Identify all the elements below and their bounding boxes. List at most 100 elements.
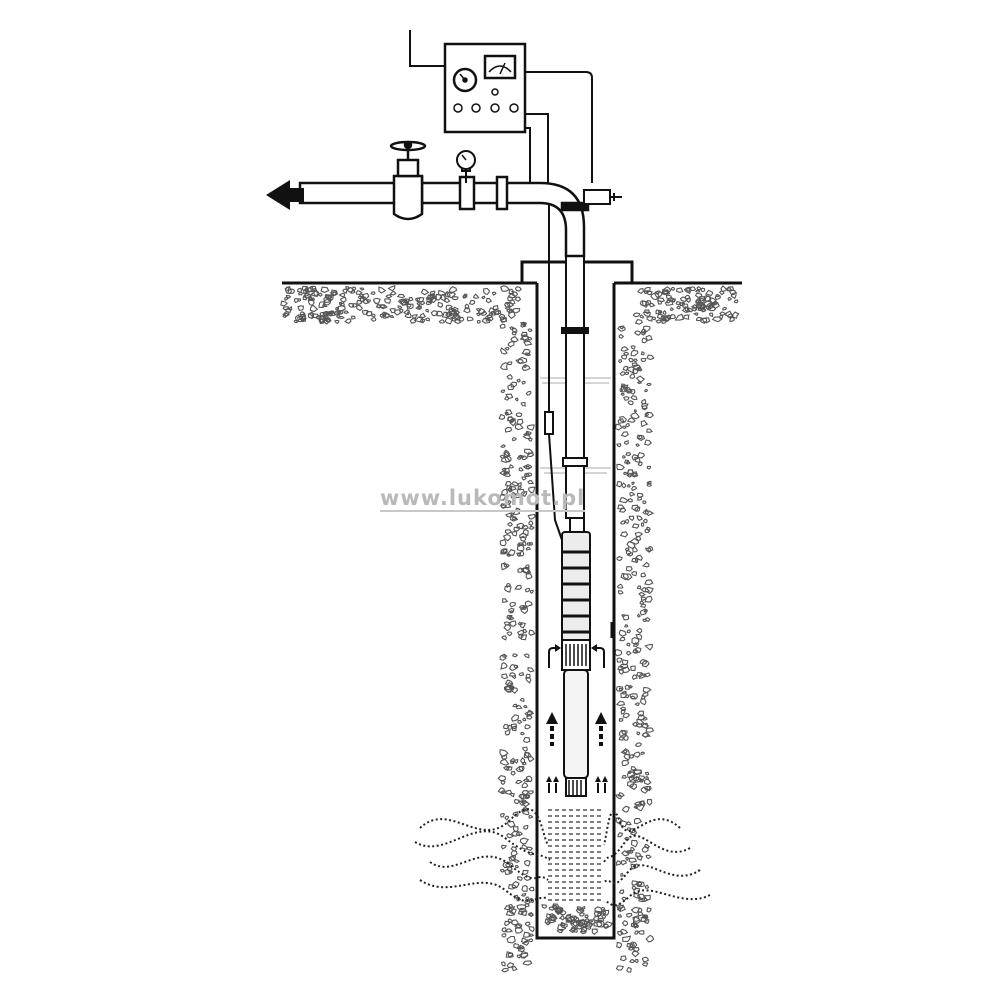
soil-stone bbox=[359, 287, 365, 291]
soil-stone bbox=[519, 532, 528, 539]
soil-stone bbox=[499, 494, 506, 501]
soil-stone bbox=[704, 289, 714, 297]
soil-stone bbox=[522, 463, 533, 470]
soil-stone bbox=[631, 523, 640, 529]
soil-stone bbox=[507, 499, 512, 505]
soil-stone bbox=[631, 481, 635, 486]
soil-stone bbox=[526, 542, 531, 547]
soil-stone bbox=[387, 285, 396, 292]
soil-stone bbox=[501, 967, 509, 973]
soil-stone bbox=[628, 857, 638, 863]
soil-stone bbox=[521, 800, 531, 808]
soil-stone bbox=[559, 908, 564, 913]
soil-stone bbox=[503, 621, 510, 626]
soil-stone bbox=[504, 789, 513, 796]
soil-stone bbox=[646, 482, 652, 487]
soil-stone bbox=[622, 712, 631, 719]
soil-stone bbox=[632, 769, 643, 776]
soil-stone bbox=[500, 456, 511, 463]
soil-stone bbox=[512, 826, 519, 833]
soil-stone bbox=[721, 306, 728, 311]
soil-stone bbox=[324, 294, 333, 299]
soil-stone bbox=[628, 515, 635, 522]
soil-stone bbox=[521, 380, 526, 385]
soil-stone bbox=[634, 742, 642, 747]
soil-stone bbox=[564, 913, 572, 919]
soil-stone bbox=[623, 836, 630, 842]
soil-stone bbox=[521, 781, 529, 789]
soil-stone bbox=[525, 677, 532, 684]
soil-stone bbox=[626, 966, 632, 973]
soil-stone bbox=[623, 471, 627, 476]
arrowhead-icon bbox=[591, 644, 597, 652]
soil-stone bbox=[505, 861, 515, 868]
soil-stone bbox=[396, 293, 406, 299]
soil-stone bbox=[529, 589, 534, 594]
soil-stone bbox=[646, 354, 655, 361]
soil-stone bbox=[464, 303, 470, 309]
soil-stone bbox=[620, 386, 629, 393]
soil-stone bbox=[365, 310, 373, 317]
soil-stone bbox=[634, 330, 642, 336]
soil-stone bbox=[637, 714, 646, 721]
soil-stone bbox=[619, 531, 629, 538]
soil-stone bbox=[504, 868, 512, 875]
soil-surface-layer bbox=[280, 285, 740, 325]
soil-stone bbox=[437, 301, 444, 308]
soil-stone bbox=[504, 346, 510, 351]
soil-stone bbox=[546, 917, 557, 924]
soil-stone bbox=[420, 318, 426, 324]
soil-stone bbox=[635, 723, 644, 728]
soil-stone bbox=[338, 315, 345, 320]
soil-stone bbox=[382, 312, 390, 318]
soil-stone bbox=[525, 896, 530, 901]
soil-stone bbox=[644, 579, 654, 586]
soil-stone bbox=[500, 285, 511, 292]
soil-stone bbox=[503, 920, 511, 927]
soil-stone bbox=[674, 313, 685, 321]
soil-stone bbox=[643, 894, 651, 901]
soil-stone bbox=[621, 896, 627, 902]
arrowhead-icon bbox=[555, 644, 561, 652]
soil-stone bbox=[342, 288, 349, 294]
soil-stone bbox=[626, 366, 636, 374]
soil-stone bbox=[499, 749, 509, 757]
soil-stone bbox=[635, 852, 642, 857]
soil-stone bbox=[425, 300, 433, 306]
soil-stone bbox=[357, 295, 363, 300]
soil-stone bbox=[511, 290, 519, 297]
soil-stone bbox=[308, 311, 315, 317]
soil-stone bbox=[520, 331, 528, 338]
soil-stone bbox=[628, 538, 640, 545]
soil-stone bbox=[510, 481, 520, 487]
soil-stone bbox=[615, 685, 624, 692]
soil-stone bbox=[621, 850, 629, 857]
soil-stone bbox=[408, 297, 414, 302]
pump-motor-fins bbox=[568, 780, 582, 796]
soil-stone bbox=[526, 715, 533, 720]
soil-stone bbox=[634, 776, 643, 784]
soil-stone bbox=[644, 617, 651, 623]
soil-stone bbox=[500, 662, 508, 670]
soil-stone bbox=[506, 631, 513, 637]
soil-stone bbox=[511, 965, 518, 972]
soil-stone bbox=[629, 782, 638, 791]
soil-stone bbox=[441, 311, 451, 318]
soil-stone bbox=[646, 798, 653, 806]
soil-stone bbox=[511, 437, 517, 442]
soil-stone bbox=[708, 302, 714, 307]
soil-stone bbox=[504, 302, 511, 309]
soil-stone bbox=[632, 751, 641, 758]
soil-stone bbox=[621, 730, 628, 735]
soil-stone bbox=[644, 510, 655, 517]
soil-stone bbox=[499, 323, 506, 329]
soil-stone bbox=[665, 299, 671, 304]
soil-stone bbox=[519, 697, 525, 703]
soil-stone bbox=[512, 653, 519, 658]
soil-stone bbox=[516, 896, 522, 902]
soil-stone bbox=[615, 860, 622, 866]
soil-stone bbox=[694, 292, 703, 299]
soil-stone bbox=[568, 927, 576, 934]
soil-stone bbox=[646, 465, 652, 470]
soil-stone bbox=[300, 315, 307, 323]
